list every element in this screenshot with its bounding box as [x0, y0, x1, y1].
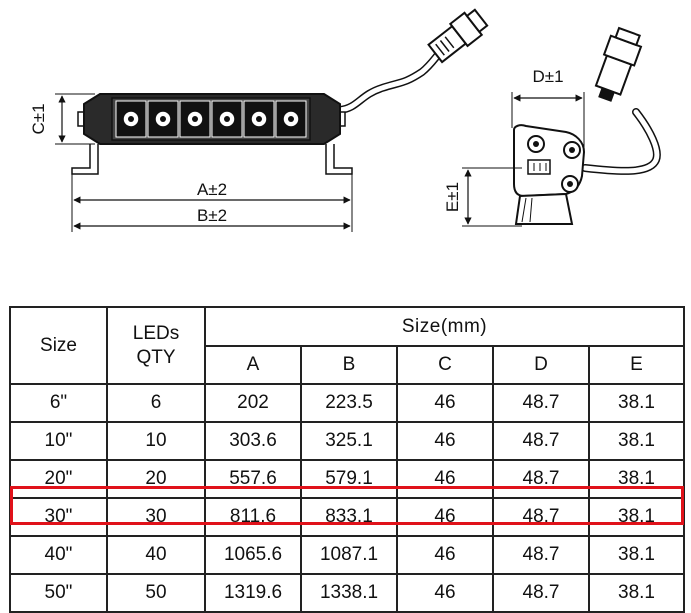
table-row: 50" 50 1319.6 1338.1 46 48.7 38.1	[9, 573, 686, 613]
cell-c: 46	[396, 497, 494, 537]
header-a: A	[204, 345, 302, 385]
dim-b: B±2	[73, 206, 351, 230]
cell-leds: 40	[106, 535, 206, 575]
table-row: 40" 40 1065.6 1087.1 46 48.7 38.1	[9, 535, 686, 575]
front-view: C±1 A±2 B±2	[29, 8, 489, 232]
header-d: D	[492, 345, 590, 385]
cell-size: 50"	[9, 573, 108, 613]
header-leds-qty: LEDs QTY	[106, 306, 206, 385]
cell-d: 48.7	[492, 383, 590, 423]
cell-c: 46	[396, 383, 494, 423]
dim-a-label: A±2	[197, 180, 227, 199]
dim-c: C±1	[29, 93, 95, 145]
cell-a: 1065.6	[204, 535, 302, 575]
dim-d: D±1	[511, 67, 585, 150]
cable	[336, 44, 448, 114]
cell-a: 811.6	[204, 497, 302, 537]
cell-size: 6"	[9, 383, 108, 423]
dim-e-label: E±1	[443, 182, 462, 212]
header-leds-qty-text: LEDs QTY	[132, 322, 180, 368]
side-connector-plug-icon	[594, 26, 643, 102]
light-bar-icon	[71, 93, 353, 175]
cell-c: 46	[396, 459, 494, 499]
cell-size: 40"	[9, 535, 108, 575]
dimension-drawings: C±1 A±2 B±2	[29, 8, 661, 232]
cell-a: 202	[204, 383, 302, 423]
dim-c-label: C±1	[29, 103, 48, 134]
side-view: D±1 E±1	[443, 26, 661, 227]
cell-c: 46	[396, 421, 494, 461]
table-row: 6" 6 202 223.5 46 48.7 38.1	[9, 383, 686, 423]
header-c: C	[396, 345, 494, 385]
cell-d: 48.7	[492, 459, 590, 499]
cell-d: 48.7	[492, 535, 590, 575]
dim-d-label: D±1	[532, 67, 563, 86]
cell-d: 48.7	[492, 573, 590, 613]
cell-e: 38.1	[587, 573, 686, 613]
cell-e: 38.1	[587, 383, 686, 423]
dim-a: A±2	[71, 174, 353, 232]
table-row-highlighted: 30" 30 811.6 833.1 46 48.7 38.1	[9, 497, 686, 537]
cell-e: 38.1	[587, 421, 686, 461]
connector-plug-icon	[427, 8, 489, 64]
header-size: Size	[9, 306, 108, 385]
cell-size: 30"	[9, 497, 108, 537]
cell-size: 10"	[9, 421, 108, 461]
header-e: E	[587, 345, 686, 385]
cell-a: 1319.6	[204, 573, 302, 613]
cell-b: 325.1	[300, 421, 398, 461]
table-row: 20" 20 557.6 579.1 46 48.7 38.1	[9, 459, 686, 499]
table-row: 10" 10 303.6 325.1 46 48.7 38.1	[9, 421, 686, 461]
header-size-mm: Size(mm)	[203, 306, 686, 347]
cell-size: 20"	[9, 459, 108, 499]
cell-d: 48.7	[492, 421, 590, 461]
cell-b: 1338.1	[300, 573, 398, 613]
cell-leds: 30	[106, 497, 206, 537]
dim-b-label: B±2	[197, 206, 227, 225]
mounting-bracket-icon	[513, 124, 586, 225]
dim-e: E±1	[443, 167, 522, 227]
cell-e: 38.1	[587, 535, 686, 575]
cell-c: 46	[396, 573, 494, 613]
cell-a: 303.6	[204, 421, 302, 461]
cell-b: 579.1	[300, 459, 398, 499]
cell-d: 48.7	[492, 497, 590, 537]
cell-leds: 10	[106, 421, 206, 461]
cell-leds: 6	[106, 383, 206, 423]
cell-b: 223.5	[300, 383, 398, 423]
cell-b: 1087.1	[300, 535, 398, 575]
cell-e: 38.1	[587, 459, 686, 499]
header-b: B	[300, 345, 398, 385]
cell-leds: 20	[106, 459, 206, 499]
cell-a: 557.6	[204, 459, 302, 499]
cell-leds: 50	[106, 573, 206, 613]
cell-e: 38.1	[587, 497, 686, 537]
size-spec-table: Size LEDs QTY Size(mm) A B C D E 6" 6 20…	[9, 306, 686, 613]
cell-b: 833.1	[300, 497, 398, 537]
cell-c: 46	[396, 535, 494, 575]
